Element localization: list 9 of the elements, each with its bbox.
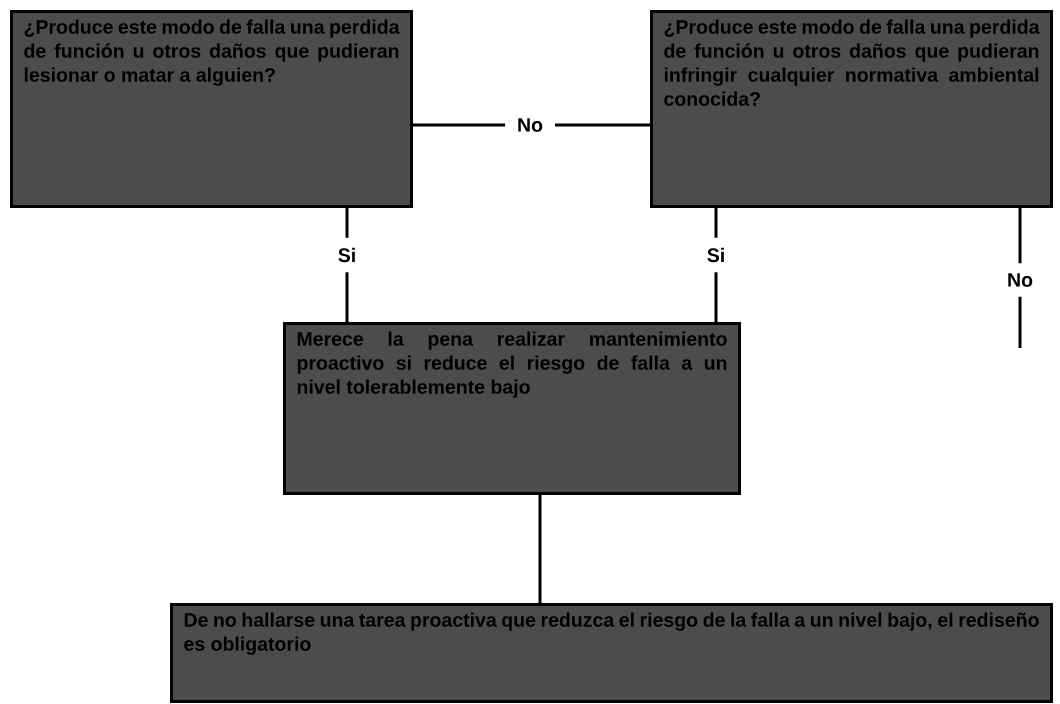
question-box: De no hallarse una tarea proactiva que reduzca el riesgo de la falla a un nivel bajo, el rediseño es obligatorio bbox=[170, 603, 1053, 703]
edge-label: Si bbox=[694, 237, 738, 273]
edge-label: No bbox=[995, 263, 1045, 297]
edge-label: Si bbox=[325, 237, 369, 273]
question-box: Merece la pena realizar mantenimiento proactivo si reduce el riesgo de falla a un nivel tolerablemente bajo bbox=[283, 322, 741, 495]
edge-label: No bbox=[505, 108, 555, 142]
question-box: ¿Produce este modo de falla una perdida de función u otros daños que pudieran infringir cualquier normativa ambiental conocida? bbox=[650, 10, 1053, 208]
question-box: ¿Produce este modo de falla una perdida de función u otros daños que pudieran lesionar o matar a alguien? bbox=[10, 10, 413, 208]
connector-line bbox=[538, 495, 542, 603]
